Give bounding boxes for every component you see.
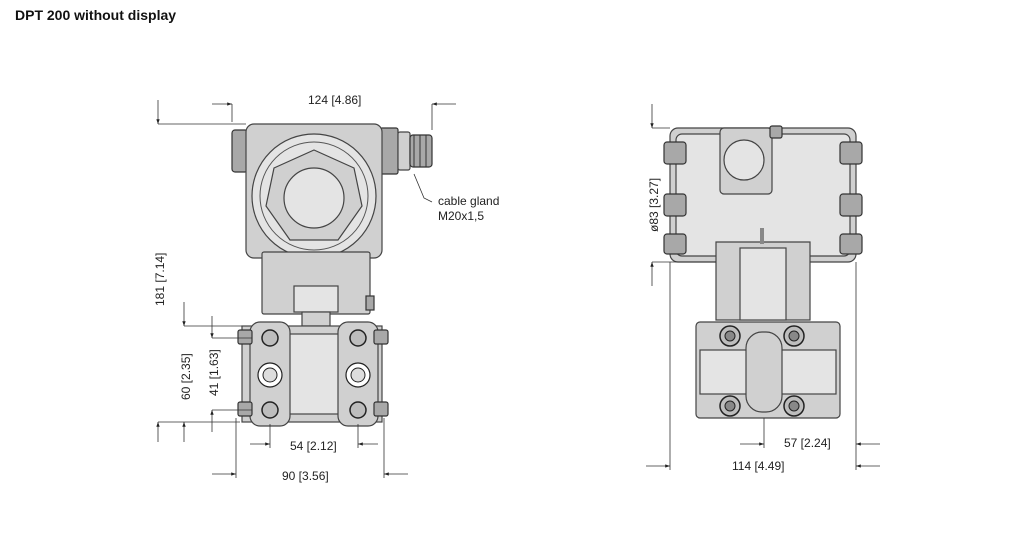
dim-depth: 114 [4.49]	[732, 459, 785, 473]
dim-diameter: ø83 [3.27]	[647, 178, 661, 232]
dim-width-top: 124 [4.86]	[308, 93, 361, 107]
page-title: DPT 200 without display	[15, 7, 177, 23]
front-view	[231, 123, 433, 427]
cable-gland-spec: M20x1,5	[438, 209, 484, 223]
dim-flange-width: 90 [3.56]	[282, 469, 329, 483]
dim-height-total: 181 [7.14]	[153, 253, 167, 306]
dim-height-ports: 41 [1.63]	[207, 349, 221, 396]
side-view	[663, 125, 863, 419]
cable-gland	[379, 127, 433, 175]
front-dimensions: 124 [4.86] 181 [7.14] 60 [2.35] 41 [1.63…	[153, 93, 499, 483]
dim-offset: 57 [2.24]	[784, 436, 831, 450]
cable-gland-label: cable gland	[438, 194, 499, 208]
dim-bolt-spacing: 54 [2.12]	[290, 439, 337, 453]
side-dimensions: ø83 [3.27] 114 [4.49] 57 [2.24]	[646, 104, 880, 473]
dim-height-flange: 60 [2.35]	[179, 353, 193, 400]
